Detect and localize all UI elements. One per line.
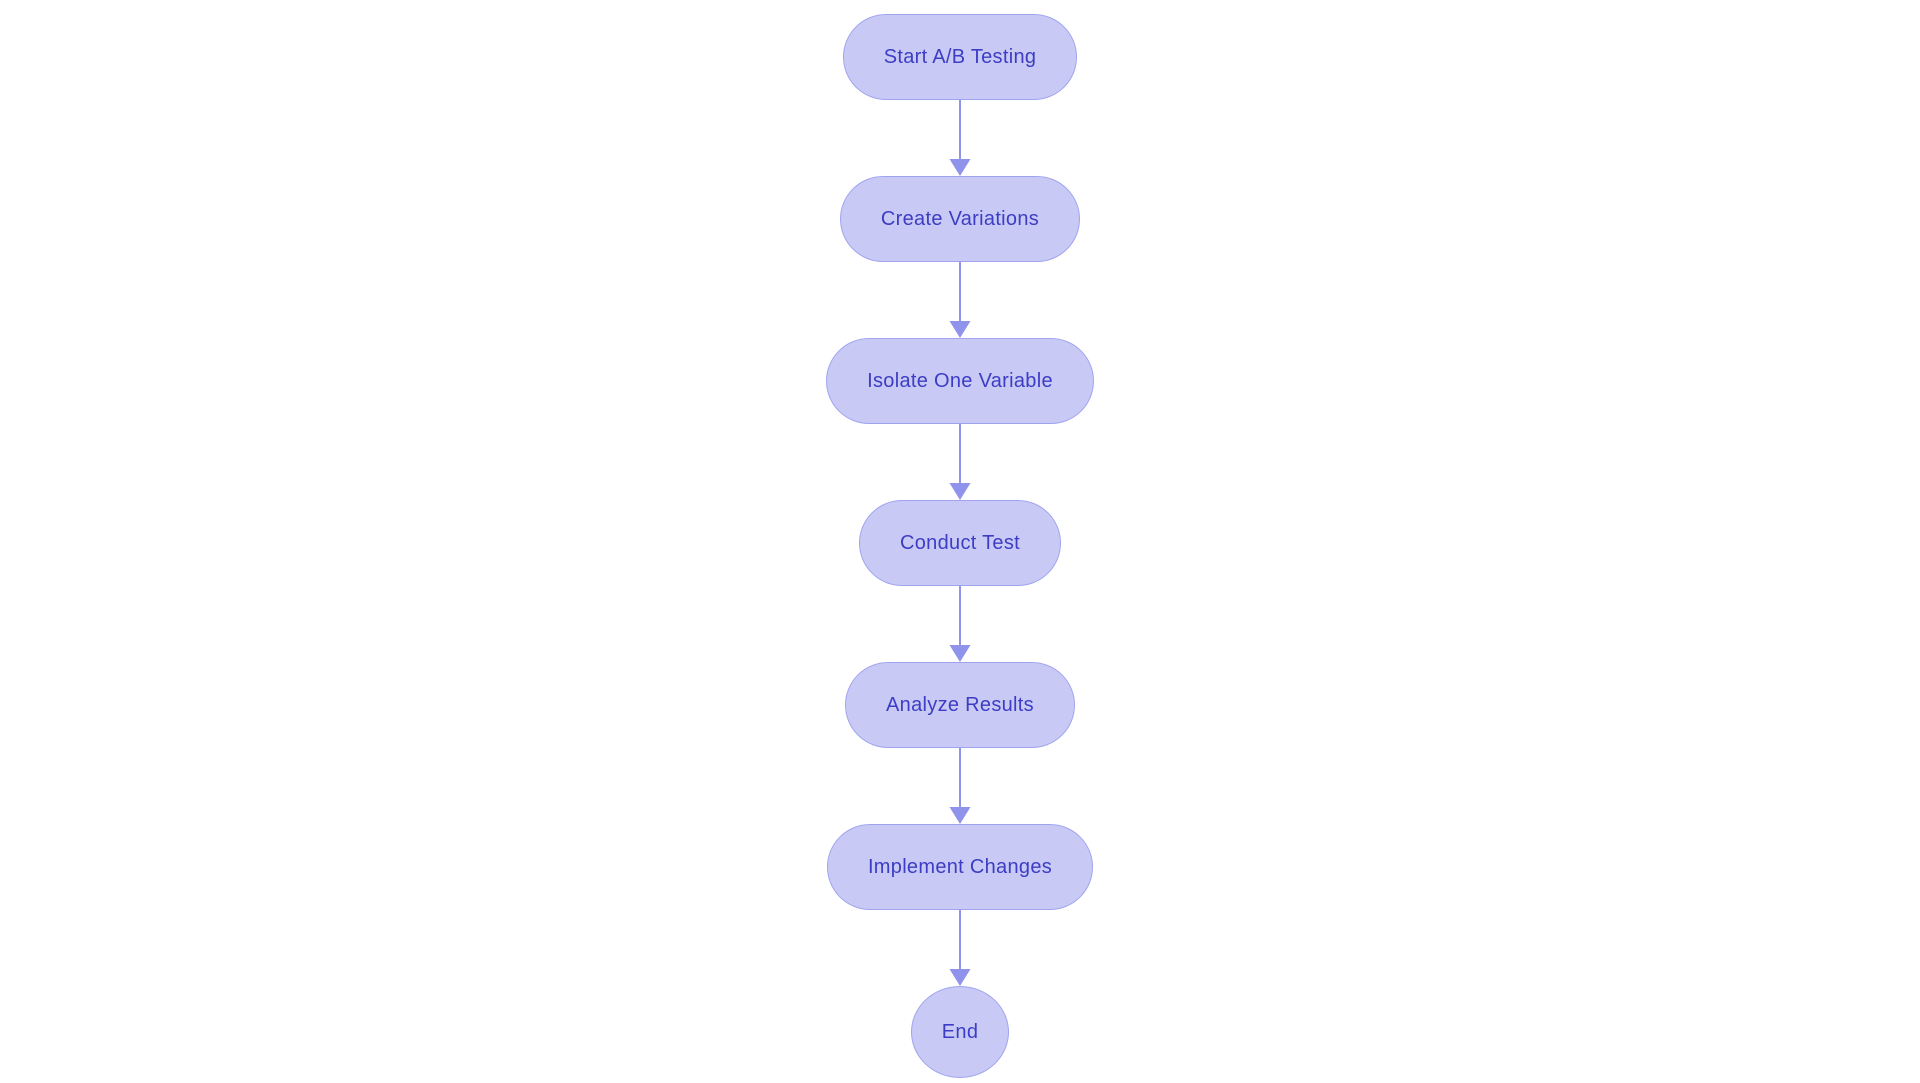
node-label: Isolate One Variable	[867, 369, 1053, 392]
node-label: Start A/B Testing	[883, 45, 1037, 68]
arrowhead-icon	[949, 645, 971, 662]
flow-node-isolate-one-variable: Isolate One Variable	[826, 338, 1094, 424]
node-label: End	[941, 1020, 979, 1043]
arrowhead-icon	[949, 321, 971, 338]
flow-node-analyze-results: Analyze Results	[845, 662, 1075, 748]
flow-node-end: End	[911, 986, 1009, 1078]
arrowhead-icon	[949, 969, 971, 986]
arrow-down-connector	[949, 586, 971, 662]
flow-node-implement-changes: Implement Changes	[826, 824, 1094, 910]
arrow-down-connector	[949, 424, 971, 500]
arrowhead-icon	[949, 159, 971, 176]
arrowhead-icon	[949, 807, 971, 824]
flow-node-create-variations: Create Variations	[839, 176, 1081, 262]
flow-node-conduct-test: Conduct Test	[859, 500, 1061, 586]
node-label: Conduct Test	[900, 531, 1020, 554]
arrow-down-connector	[949, 748, 971, 824]
node-label: Create Variations	[880, 207, 1040, 230]
node-label: Implement Changes	[867, 855, 1053, 878]
arrow-down-connector	[949, 262, 971, 338]
arrow-down-connector	[949, 910, 971, 986]
arrowhead-icon	[949, 483, 971, 500]
arrow-down-connector	[949, 100, 971, 176]
flow-node-start-ab-testing: Start A/B Testing	[842, 14, 1078, 100]
node-label: Analyze Results	[886, 693, 1034, 716]
